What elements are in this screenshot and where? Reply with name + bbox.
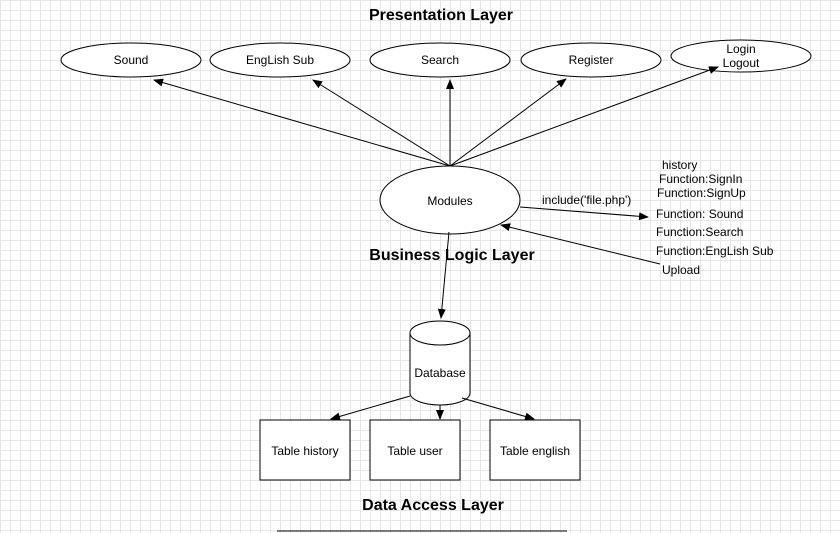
sound-label: Sound bbox=[113, 53, 149, 67]
function-sound-label: Function: Sound bbox=[656, 207, 744, 221]
arrow-modules-to-register bbox=[449, 78, 567, 167]
table-english-label: Table english bbox=[499, 444, 571, 458]
database-cylinder bbox=[409, 320, 471, 406]
arrow-include-file bbox=[519, 206, 649, 221]
login-label: Login bbox=[726, 42, 756, 56]
function-english-sub-label: Function:EngLish Sub bbox=[656, 244, 774, 258]
search-node bbox=[369, 42, 511, 78]
modules-node bbox=[379, 165, 521, 235]
register-node bbox=[520, 42, 662, 78]
arrow-modules-to-login bbox=[449, 66, 719, 167]
arrow-modules-to-sound bbox=[153, 78, 451, 167]
table-user-box bbox=[369, 419, 461, 481]
function-history-label: history bbox=[662, 158, 698, 172]
login-logout-node bbox=[670, 39, 812, 73]
database-label: Database bbox=[414, 366, 466, 380]
arrow-db-to-table-history bbox=[330, 395, 411, 421]
register-label: Register bbox=[568, 53, 614, 67]
data-access-layer-title: Data Access Layer bbox=[362, 497, 504, 514]
arrow-db-to-table-english bbox=[461, 397, 535, 421]
function-search-label: Function:Search bbox=[656, 225, 744, 239]
arrow-modules-to-english-sub bbox=[312, 79, 451, 167]
business-logic-layer-title: Business Logic Layer bbox=[369, 247, 535, 264]
english-sub-node bbox=[209, 42, 351, 78]
logout-label: Logout bbox=[722, 56, 760, 70]
search-label: Search bbox=[420, 53, 460, 67]
modules-label: Modules bbox=[427, 194, 473, 208]
function-upload-label: Upload bbox=[662, 263, 701, 277]
english-sub-label: EngLish Sub bbox=[245, 53, 315, 67]
function-signin-label: Function:SignIn bbox=[659, 172, 743, 186]
table-history-label: Table history bbox=[271, 444, 339, 458]
include-file-label: include('file.php') bbox=[542, 193, 632, 207]
arrow-modules-to-database bbox=[437, 231, 450, 319]
table-history-box bbox=[259, 419, 351, 481]
arrow-functions-to-modules bbox=[500, 223, 661, 265]
sound-node bbox=[60, 42, 202, 78]
table-user-label: Table user bbox=[387, 444, 443, 458]
presentation-layer-title: Presentation Layer bbox=[368, 7, 514, 24]
function-signup-label: Function:SignUp bbox=[657, 186, 746, 200]
table-english-box bbox=[489, 419, 581, 481]
